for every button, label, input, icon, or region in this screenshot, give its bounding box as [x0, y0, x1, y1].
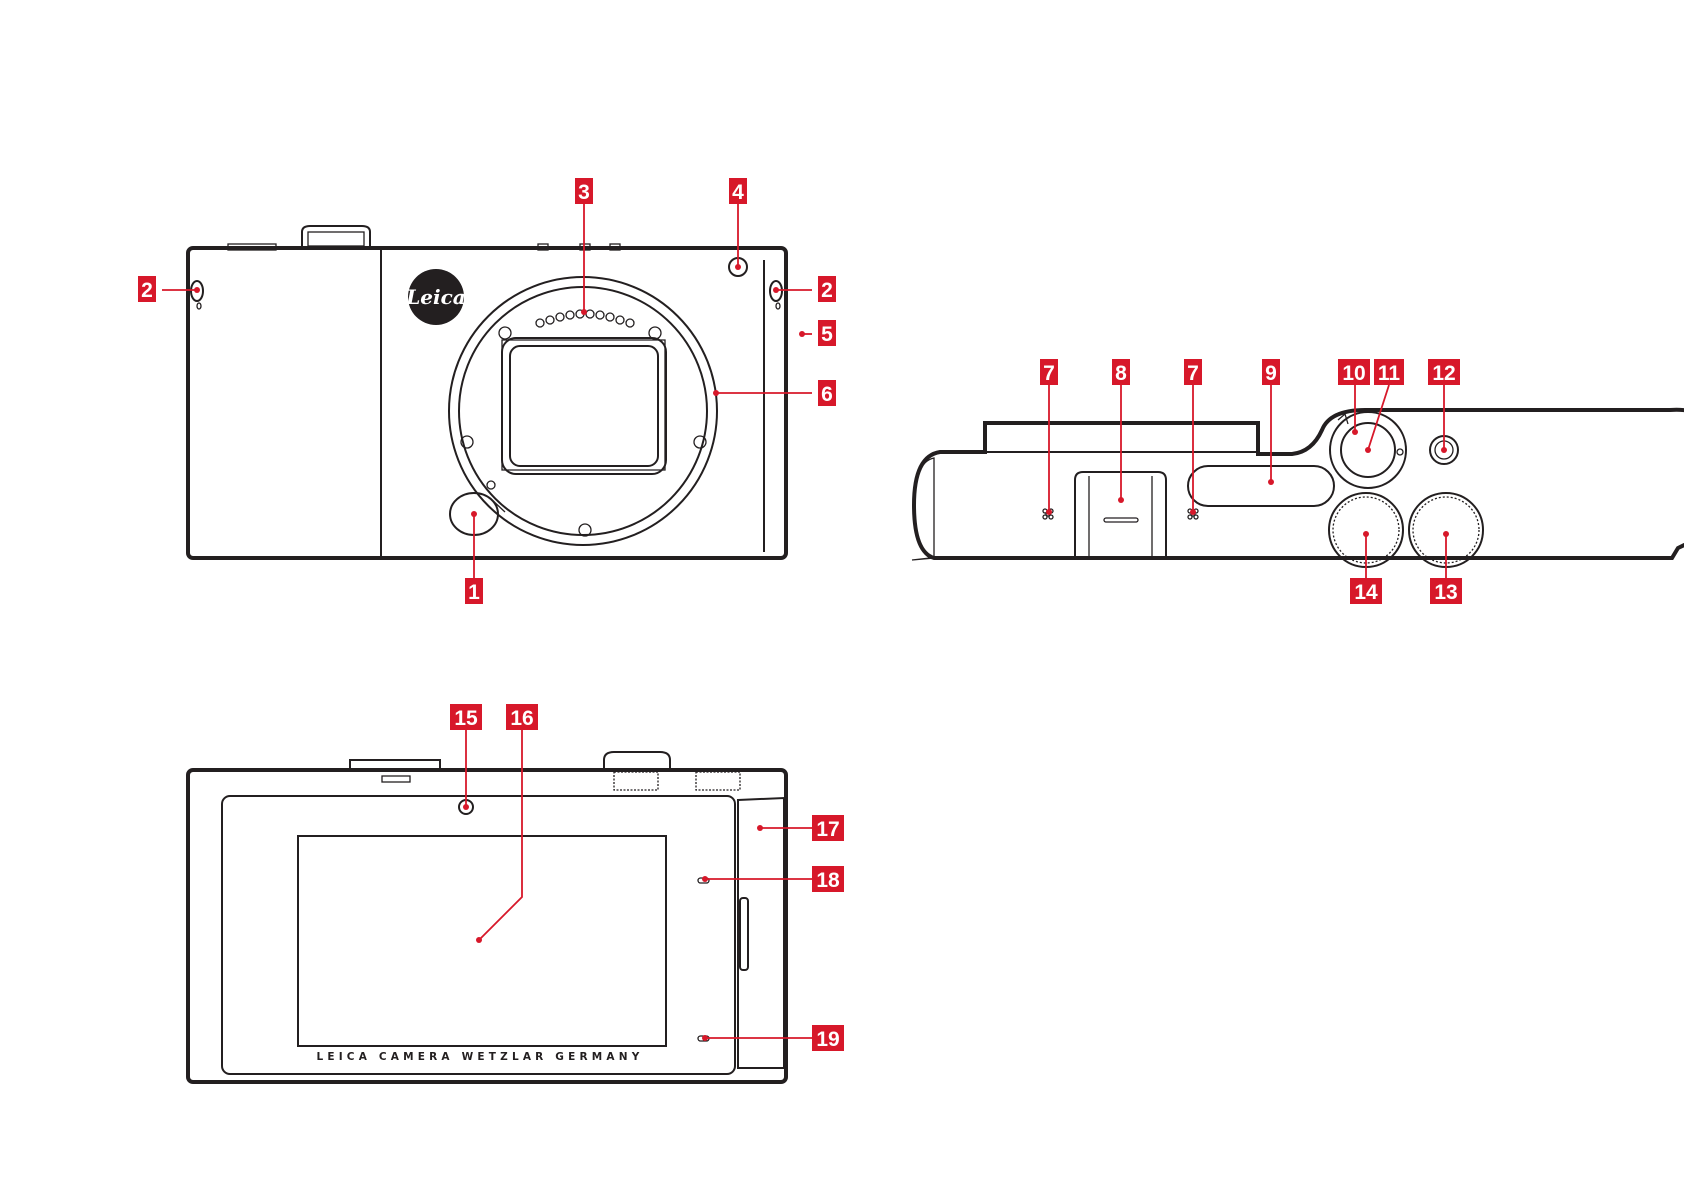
callout-10: 10: [1338, 359, 1370, 385]
svg-text:2: 2: [141, 279, 153, 302]
back-brand-text: LEICA CAMERA WETZLAR GERMANY: [316, 1051, 643, 1063]
svg-text:16: 16: [510, 707, 533, 730]
callout-2-left: 2: [138, 276, 156, 302]
back-body: [188, 770, 786, 1082]
svg-text:14: 14: [1354, 581, 1378, 604]
back-view: LEICA CAMERA WETZLAR GERMANY: [188, 752, 786, 1082]
top-body-outline: [914, 410, 1684, 558]
touchscreen: [298, 836, 666, 1046]
back-dial-knurl-left: [614, 772, 658, 790]
callout-19: 19: [812, 1025, 844, 1051]
leica-logo: Leica: [405, 269, 466, 325]
callout-15: 15: [450, 704, 482, 730]
callout-12: 12: [1428, 359, 1460, 385]
svg-text:19: 19: [816, 1028, 839, 1051]
back-dial-knurl-right: [696, 772, 740, 790]
strap-pin-left: [197, 303, 201, 309]
callout-13: 13: [1430, 578, 1462, 604]
lens-locating-pin: [487, 481, 495, 489]
back-connector: [382, 776, 410, 782]
strap-pin-right: [776, 303, 780, 309]
front-dial-ridge: [308, 232, 364, 246]
callout-1: 1: [465, 578, 483, 604]
svg-text:13: 13: [1434, 581, 1457, 604]
callout-14: 14: [1350, 578, 1382, 604]
sensor-frame: [502, 338, 666, 474]
callout-18: 18: [812, 866, 844, 892]
svg-text:17: 17: [816, 818, 839, 841]
svg-text:6: 6: [821, 383, 833, 406]
door-latch: [740, 898, 748, 970]
card-door: [738, 798, 784, 1068]
svg-text:8: 8: [1115, 362, 1127, 385]
svg-text:Leica: Leica: [405, 285, 466, 309]
svg-text:12: 12: [1432, 362, 1455, 385]
svg-text:10: 10: [1342, 362, 1365, 385]
svg-text:7: 7: [1043, 362, 1055, 385]
callout-4: 4: [729, 178, 747, 204]
svg-text:15: 15: [454, 707, 478, 730]
svg-text:3: 3: [578, 181, 590, 204]
front-body: [188, 248, 786, 558]
svg-text:9: 9: [1265, 362, 1277, 385]
svg-text:5: 5: [821, 323, 833, 346]
lens-mount-inner: [459, 287, 707, 535]
front-leaders: [162, 204, 812, 578]
callout-3: 3: [575, 178, 593, 204]
callout-11: 11: [1374, 359, 1404, 385]
svg-text:1: 1: [468, 581, 480, 604]
callout-5: 5: [818, 320, 836, 346]
back-leaders: [463, 730, 812, 1041]
callout-2-right: 2: [818, 276, 836, 302]
svg-text:2: 2: [821, 279, 833, 302]
callout-17: 17: [812, 815, 844, 841]
callout-7-right: 7: [1184, 359, 1202, 385]
svg-text:7: 7: [1187, 362, 1199, 385]
mount-throat: [502, 340, 665, 470]
hot-shoe-contact: [1104, 518, 1138, 522]
top-view: [912, 410, 1684, 567]
callout-8: 8: [1112, 359, 1130, 385]
svg-text:4: 4: [732, 181, 744, 204]
sensor: [510, 346, 658, 466]
built-in-flash: [1188, 466, 1334, 506]
callout-7-left: 7: [1040, 359, 1058, 385]
front-main-dial: [302, 226, 370, 248]
front-view: Leica: [188, 226, 786, 558]
callout-9: 9: [1262, 359, 1280, 385]
svg-text:11: 11: [1378, 362, 1401, 385]
callout-16: 16: [506, 704, 538, 730]
callout-6: 6: [818, 380, 836, 406]
svg-text:18: 18: [816, 869, 840, 892]
